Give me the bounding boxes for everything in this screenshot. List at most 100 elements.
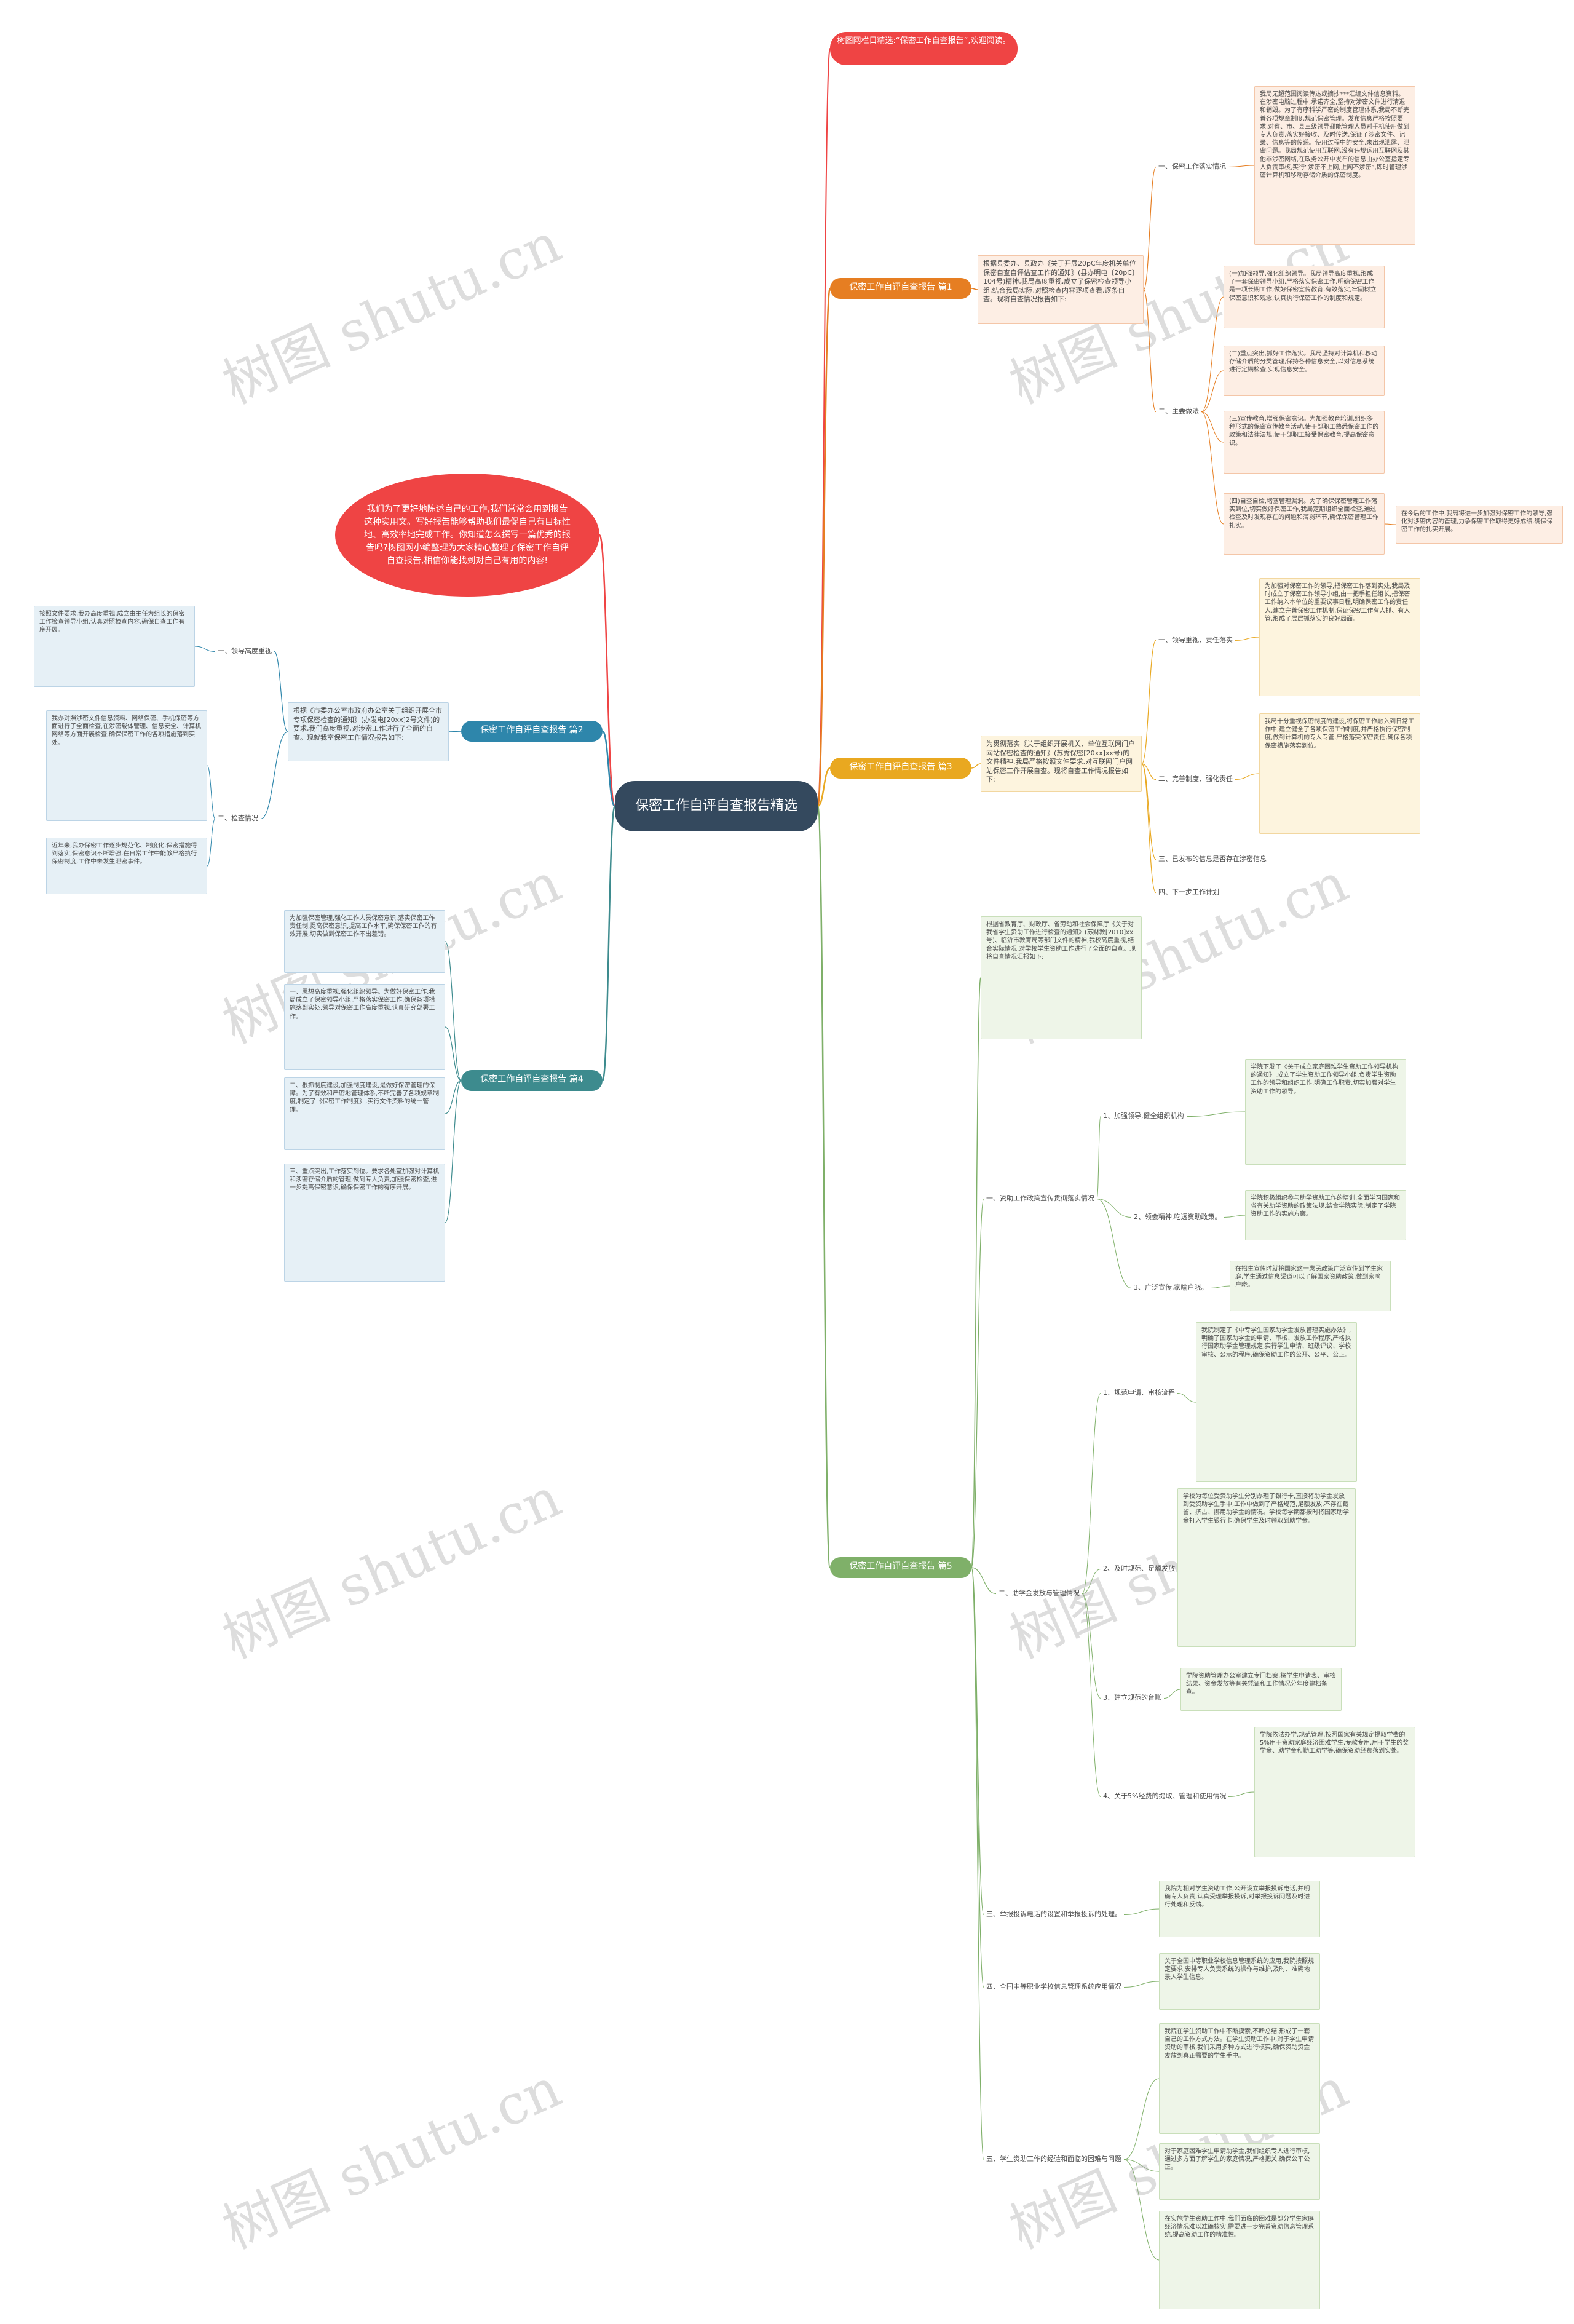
connector — [1123, 1908, 1160, 1915]
connector — [1228, 1791, 1255, 1797]
branch-3-sub-2-text: 我局十分重视保密制度的建设,将保密工作融入到日常工作中,建立健全了各项保密工作制… — [1259, 713, 1420, 834]
branch-5-s1-item-1[interactable]: 1、加强领导,健全组织机构 — [1103, 1112, 1184, 1120]
connector — [971, 763, 981, 769]
connector — [601, 805, 616, 1082]
branch-5-s4[interactable]: 四、全国中等职业学校信息管理系统应用情况 — [986, 1983, 1121, 1991]
connector — [1143, 166, 1157, 290]
connector — [1141, 763, 1157, 894]
connector — [1123, 1981, 1160, 1988]
connector — [1096, 1199, 1132, 1218]
connector — [971, 977, 981, 1568]
branch-1-sub-1-text: 我局无超范围阅读传达或摘抄***汇编文件信息资料。在涉密电脑过程中,承诺齐全,坚… — [1254, 86, 1415, 245]
branch-5-s5-text-2: 对于家庭困难学生申请助学金,我们组织专人进行审核,通过多方面了解学生的家庭情况,… — [1159, 2143, 1320, 2200]
branch-node-3[interactable]: 保密工作自评自查报告 篇3 — [830, 758, 971, 779]
connector — [445, 941, 462, 1081]
connector — [1123, 2159, 1160, 2172]
branch-node-2[interactable]: 保密工作自评自查报告 篇2 — [461, 721, 603, 742]
branch-5-s2[interactable]: 二、助学金发放与管理情况 — [999, 1589, 1080, 1597]
connector — [274, 651, 288, 732]
branch-3-sub-1[interactable]: 一、领导重视、责任落实 — [1158, 636, 1233, 644]
branch-3-sub-2[interactable]: 二、完善制度、强化责任 — [1158, 775, 1233, 783]
branch-5-s2-item-1-text: 我院制定了《中专学生国家助学金发放管理实施办法》,明确了国家助学金的申请、审核、… — [1196, 1322, 1357, 1482]
connector — [598, 534, 616, 807]
branch-4-text-2: 一、思想高度重视,强化组织领导。为做好保密工作,我局成立了保密领导小组,严格落实… — [284, 984, 445, 1070]
branch-5-s1-item-2-text: 学院积极组织参与助学资助工作的培训,全面学习国家和省有关助学资助的政策法规,结合… — [1245, 1190, 1406, 1240]
branch-5-s1-item-2[interactable]: 2、领会精神,吃透资助政策。 — [1134, 1213, 1222, 1221]
connector — [1384, 523, 1396, 525]
branch-1-sub-2-extra: 在今后的工作中,我局将进一步加强对保密工作的领导,强化对涉密内容的管理,力争保密… — [1396, 506, 1563, 544]
intro-bubble[interactable]: 我们为了更好地陈述自己的工作,我们常常会用到报告这种实用文。写好报告能够帮助我们… — [335, 474, 599, 597]
connector — [1201, 411, 1224, 443]
connector — [817, 767, 831, 807]
connector — [1082, 1593, 1101, 1797]
connector — [1123, 2159, 1160, 2261]
connector — [1082, 1569, 1101, 1594]
connector — [207, 765, 216, 819]
connector — [445, 1080, 462, 1223]
branch-2-sub-2[interactable]: 二、检查情况 — [218, 814, 258, 822]
connector — [601, 730, 616, 807]
connector — [1201, 296, 1224, 412]
branch-4-text-3: 二、狠抓制度建设,加强制度建设,是做好保密管理的保障。为了有效和严密地管理体系,… — [284, 1077, 445, 1150]
branch-node-5[interactable]: 保密工作自评自查报告 篇5 — [830, 1557, 971, 1578]
connector — [1141, 640, 1157, 764]
branch-3-sub-4[interactable]: 四、下一步工作计划 — [1158, 888, 1219, 896]
branch-1-sub-2-text-4: (四)自查自检,堵塞管理漏洞。为了确保保密管理工作落实到位,切实做好保密工作,我… — [1224, 493, 1385, 555]
connector — [1201, 370, 1224, 412]
branch-3-sub-3[interactable]: 三、已发布的信息是否存在涉密信息 — [1158, 855, 1267, 863]
branch-node-4[interactable]: 保密工作自评自查报告 篇4 — [461, 1070, 603, 1091]
branch-5-s1-item-1-text: 学院下发了《关于成立家庭困难学生资助工作领导机构的通知》,成立了学生资助工作领导… — [1245, 1059, 1406, 1165]
connector — [445, 1080, 462, 1114]
branch-5-s1[interactable]: 一、资助工作政策宣传贯彻落实情况 — [986, 1194, 1094, 1202]
branch-1-sub-2[interactable]: 二、主要做法 — [1158, 407, 1199, 415]
branch-3-sub-1-text: 为加强对保密工作的领导,把保密工作落到实处,我局及时成立了保密工作领导小组,由一… — [1259, 578, 1420, 696]
branch-1-sub-2-text-1: (一)加强领导,强化组织领导。我局领导高度重视,形成了一套保密领导小组,严格落实… — [1224, 266, 1385, 328]
branch-2-sub-2-text-2: 近年来,我办保密工作逐步规范化、制度化,保密措施得到落实,保密意识不断增强,在日… — [46, 838, 207, 894]
connector — [1141, 763, 1157, 860]
branch-5-s1-item-3[interactable]: 3、广泛宣传,家喻户晓。 — [1134, 1283, 1208, 1291]
branch-5-s5-text-1: 我院在学生资助工作中不断摸索,不断总结,形成了一套自己的工作方式方法。在学生资助… — [1159, 2023, 1320, 2134]
connector — [1096, 1116, 1101, 1199]
connector — [1224, 1215, 1246, 1218]
branch-5-s2-item-1[interactable]: 1、规范申请、审核流程 — [1103, 1389, 1175, 1397]
connector — [1177, 1393, 1196, 1403]
connector — [1141, 763, 1157, 780]
branch-node-1[interactable]: 保密工作自评自查报告 篇1 — [830, 278, 971, 299]
branch-1-sub-1[interactable]: 一、保密工作落实情况 — [1158, 162, 1226, 170]
top-note-node[interactable]: 树图网栏目精选:“保密工作自查报告”,欢迎阅读。 — [830, 32, 1018, 65]
branch-5-s3-text: 我院为相对学生资助工作,公开设立举报投诉电话,并明确专人负责,认真受理举报投诉,… — [1159, 1881, 1320, 1937]
connector — [817, 287, 831, 807]
branch-5-s5[interactable]: 五、学生资助工作的经验和面临的困难与问题 — [986, 2155, 1121, 2163]
connector — [1163, 1689, 1181, 1699]
branch-1-sub-2-text-2: (二)重点突出,抓好工作落实。我局坚持对计算机和移动存储介质的分类管理,保持各种… — [1224, 346, 1385, 396]
connector — [1228, 165, 1255, 167]
connector — [1186, 1111, 1246, 1117]
branch-2-sub-1-text: 按照文件要求,我办高度重视,成立由主任为组长的保密工作检查领导小组,认真对照检查… — [34, 606, 195, 687]
branch-2-sub-2-text-1: 我办对照涉密文件信息资料、网络保密、手机保密等方面进行了全面检查,在涉密载体管理… — [46, 710, 207, 821]
branch-3-summary: 为贯彻落实《关于组织开展机关、单位互联网门户网站保密检查的通知》(苏秀保密[20… — [981, 736, 1142, 792]
connector — [817, 48, 831, 807]
branch-5-s2-item-2[interactable]: 2、及时规范、足额发放 — [1103, 1565, 1175, 1572]
root-node[interactable]: 保密工作自评自查报告精选 — [615, 781, 818, 831]
connector — [448, 731, 462, 732]
branch-2-sub-1[interactable]: 一、领导高度重视 — [218, 647, 272, 655]
branch-5-s3[interactable]: 三、举报投诉电话的设置和举报投诉的处理。 — [986, 1910, 1121, 1918]
connector — [1235, 773, 1260, 780]
connector — [817, 805, 831, 1569]
connector — [971, 1567, 984, 1988]
branch-5-s2-item-4[interactable]: 4、关于5%经费的提取、管理和使用情况 — [1103, 1792, 1227, 1800]
branch-2-summary: 根据《市委办公室市政府办公室关于组织开展全市专项保密检查的通知》(办发电[20x… — [288, 702, 449, 761]
branch-1-sub-2-text-3: (三)宣传教育,增强保密意识。为加强教育培训,组织多种形式的保密宣传教育活动,使… — [1224, 411, 1385, 474]
branch-5-s2-item-4-text: 学院依法办学,规范管理,按照国家有关规定提取学费的5%用于资助家庭经济困难学生,… — [1254, 1727, 1415, 1857]
connector — [445, 1026, 462, 1081]
branch-5-s5-text-3: 在实施学生资助工作中,我们面临的困难是部分学生家庭经济情况难以准确核实,需要进一… — [1159, 2211, 1320, 2309]
branch-5-s2-item-2-text: 学校为每位受资助学生分别办理了银行卡,直接将助学金发放到受资助学生手中,工作中做… — [1177, 1488, 1356, 1647]
connector — [194, 646, 216, 652]
connector — [971, 1198, 984, 1568]
branch-5-s4-text: 关于全国中等职业学校信息管理系统的应用,我院按照规定要求,安排专人负责系统的操作… — [1159, 1953, 1320, 2010]
connector — [1210, 1285, 1230, 1288]
branch-5-s2-item-3[interactable]: 3、建立规范的台账 — [1103, 1694, 1161, 1702]
connector — [1082, 1393, 1101, 1594]
